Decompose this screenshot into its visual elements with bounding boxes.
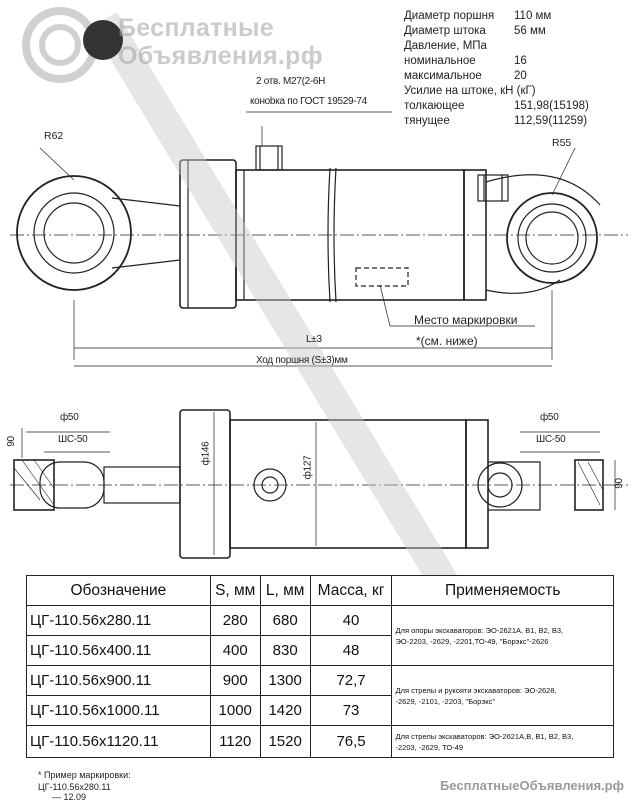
table-row: ЦГ-110.56х400.11 400 830 48 [26, 635, 614, 666]
marking-ref-label: *(см. ниже) [416, 334, 478, 348]
watermark-logo-graphic [22, 7, 458, 575]
cell-mass: 72,7 [309, 665, 393, 696]
cell-stroke: 1120 [209, 725, 261, 758]
cell-stroke: 400 [209, 635, 261, 666]
spec-value: 110 мм [514, 10, 552, 22]
table-row: ЦГ-110.56х1120.11 1120 1520 76,5 Для стр… [26, 725, 614, 758]
cell-applicability: Для стрелы и рукояти экскаваторов: ЭО-26… [391, 665, 614, 726]
spec-label: Давление, МПа [404, 40, 487, 52]
applicability-line: -2629, -2101, -2203, "Борэкс" [395, 696, 496, 706]
cell-length: 1420 [259, 695, 311, 726]
col-header-designation: Обозначение [26, 575, 211, 606]
cell-length: 680 [259, 605, 311, 636]
cell-designation: ЦГ-110.56х1000.11 [26, 695, 211, 726]
cell-mass: 48 [309, 635, 393, 666]
bearing-left-label: ШС-50 [58, 434, 88, 445]
spec-label: тянущее [404, 115, 450, 127]
diameter-127: ф127 [302, 455, 314, 480]
spec-row: Диаметр поршня 110 мм [404, 9, 636, 24]
port-annotation-line2: коноbка по ГОСТ 19529-74 [250, 96, 367, 107]
marking-example-code: ЦГ-110.56х280.11 [38, 782, 111, 792]
col-header-mass: Масса, кг [309, 575, 393, 606]
spec-value: 16 [514, 55, 527, 67]
diameter-50-right: ф50 [540, 412, 559, 423]
spec-row: толкающее 151,98(15198) [404, 99, 636, 114]
width-90-left: 90 [5, 436, 17, 447]
applicability-line: -2203, -2629, ТО-49 [395, 742, 464, 752]
cylinder-drawing [10, 7, 628, 575]
applicability-line: Для стрелы экскаваторов: ЭО-2621А,В, В1,… [395, 731, 574, 741]
spec-value: 20 [514, 70, 527, 82]
cell-designation: ЦГ-110.56х900.11 [26, 665, 211, 696]
cell-designation: ЦГ-110.56х280.11 [26, 605, 211, 636]
width-90-right: 90 [613, 478, 625, 489]
applicability-line: ЭО-2203, -2629, -2201,ТО-49, "Борэкс"-26… [395, 636, 549, 646]
table-header-row: Обозначение S, мм L, мм Масса, кг Примен… [26, 575, 614, 606]
spec-row: Давление, МПа [404, 39, 636, 54]
spec-value: 151,98(15198) [514, 100, 589, 112]
cell-stroke: 1000 [209, 695, 261, 726]
spec-label: Диаметр штока [404, 25, 486, 37]
cell-mass: 76,5 [309, 725, 393, 758]
diameter-50-left: ф50 [60, 412, 79, 423]
cell-length: 830 [259, 635, 311, 666]
cell-mass: 40 [309, 605, 393, 636]
spec-label: максимальное [404, 70, 482, 82]
cell-applicability: Для опоры экскаваторов: ЭО-2621А, В1, В2… [391, 605, 614, 666]
spec-row: номинальное 16 [404, 54, 636, 69]
parts-table: Обозначение S, мм L, мм Масса, кг Примен… [26, 575, 614, 758]
cell-designation: ЦГ-110.56х400.11 [26, 635, 211, 666]
cell-stroke: 280 [209, 605, 261, 636]
watermark-line1: Бесплатные [118, 14, 274, 42]
col-header-applicability: Применяемость [391, 575, 614, 606]
cell-length: 1520 [259, 725, 311, 758]
radius-left-label: R62 [44, 130, 64, 142]
cell-applicability: Для стрелы экскаваторов: ЭО-2621А,В, В1,… [391, 725, 614, 758]
applicability-line: Для стрелы и рукояти экскаваторов: ЭО-26… [395, 685, 557, 695]
port-annotation-line1: 2 отв. М27(2-6Н [256, 76, 326, 87]
marking-example-title: * Пример маркировки: [38, 770, 131, 780]
table-row: ЦГ-110.56х900.11 900 1300 72,7 Для стрел… [26, 665, 614, 726]
spec-row: тянущее 112,59(11259) [404, 114, 636, 129]
marking-example-date: — 12.09 [52, 792, 87, 802]
stroke-dimension: Ход поршня (S±3)мм [256, 355, 348, 366]
spec-label: Усилие на штоке, кН (кГ) [404, 85, 536, 97]
spec-value: 56 мм [514, 25, 546, 37]
radius-right-label: R55 [552, 137, 572, 149]
cell-stroke: 900 [209, 665, 261, 696]
table-row: ЦГ-110.56х280.11 280 680 40 Для опоры эк… [26, 605, 614, 666]
bearing-right-label: ШС-50 [536, 434, 566, 445]
marking-place-label: Место маркировки [414, 313, 518, 327]
spec-list: Диаметр поршня 110 мм Диаметр штока 56 м… [404, 9, 636, 131]
watermark-footer: БесплатныеОбъявления.рф [439, 778, 624, 793]
diameter-146: ф146 [200, 441, 212, 466]
spec-label: номинальное [404, 55, 476, 67]
spec-label: толкающее [404, 100, 465, 112]
spec-row: максимальное 20 [404, 69, 636, 84]
length-dimension: L±3 [306, 334, 322, 345]
table-row: ЦГ-110.56х1000.11 1000 1420 73 [26, 695, 614, 726]
watermark-line2: Объявления.рф [118, 42, 323, 70]
spec-row: Диаметр штока 56 мм [404, 24, 636, 39]
col-header-stroke: S, мм [209, 575, 261, 606]
applicability-line: Для опоры экскаваторов: ЭО-2621А, В1, В2… [395, 625, 564, 635]
col-header-length: L, мм [259, 575, 311, 606]
watermark-text: Бесплатные Объявления.рф [118, 14, 323, 70]
spec-row: Усилие на штоке, кН (кГ) [404, 84, 636, 99]
spec-label: Диаметр поршня [404, 10, 495, 22]
cell-mass: 73 [309, 695, 393, 726]
cell-designation: ЦГ-110.56х1120.11 [26, 725, 211, 758]
spec-value: 112,59(11259) [514, 115, 588, 127]
cell-length: 1300 [259, 665, 311, 696]
